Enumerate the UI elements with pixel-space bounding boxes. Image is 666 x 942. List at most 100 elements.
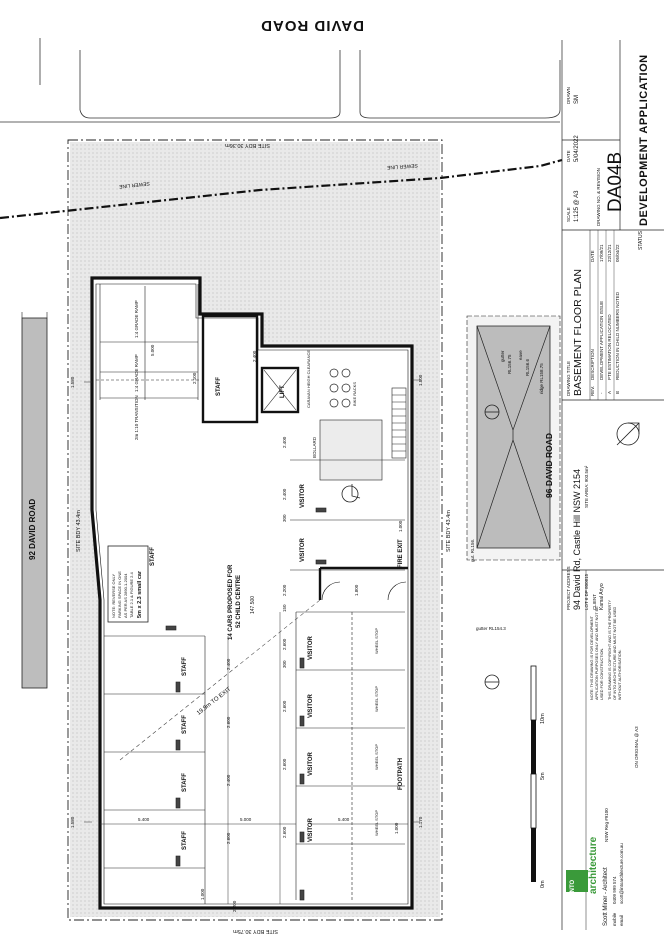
site-area: SITE AREA: 903.5m² — [584, 465, 589, 508]
rev-header-rev: REV. — [590, 385, 595, 396]
dim-1580-top: 1.580 — [70, 376, 75, 388]
ramp-label-2: 1:4 GRADE RAMP — [134, 354, 139, 392]
rl-center: 147.500 — [250, 595, 256, 614]
gutter-label-1: gutter — [500, 350, 505, 362]
note-line-3: USED FOR CONSTRUCTION. — [600, 647, 604, 700]
visitor-bay-6: VISITOR — [308, 818, 314, 842]
note-line-5: OF INTO ARCHITECTURE AND MUST NOT BE USE… — [613, 606, 617, 700]
drawing-number: DA04B — [605, 151, 626, 212]
firm-architecture: architecture — [588, 836, 599, 894]
date-label: DATE — [566, 150, 571, 162]
staff-bay-3: STAFF — [182, 773, 188, 792]
dim-5000-ramp: 5.000 — [150, 344, 155, 356]
staff-room-top — [201, 314, 259, 424]
visitor-bay-4: VISITOR — [308, 694, 314, 718]
lift-label: LIFT — [280, 385, 286, 398]
neighbour-label-96: 96 DAVID ROAD — [544, 432, 554, 498]
dim-1000-a: 1.000 — [200, 888, 205, 900]
mobile-value: 0409 999 574 — [612, 876, 617, 904]
firm-into: INTO — [570, 879, 576, 894]
note-box-line-5: 5m x 2.3 small car — [137, 570, 143, 618]
dim-2600-a: 2.600 — [226, 716, 231, 728]
rev-0-desc: DEVELOPMENT APPLICATION ISSUE — [599, 300, 604, 380]
dim-5400-right: 5.400 — [338, 817, 350, 822]
eave-rl: RL156.6 — [525, 358, 530, 376]
rev-0-date: 17/09/21 — [599, 244, 604, 262]
note-line-6: WITHOUT AUTHORISATION. — [618, 649, 622, 701]
site-bdy-bottom: SITE BDY 30.75m — [233, 928, 278, 934]
scale-value: 1:125 @ A3 — [574, 190, 580, 222]
wheel-stop-1: WHEEL STOP — [374, 627, 379, 654]
scale-0m: 0m — [540, 880, 546, 888]
child-centre-note: 52 CHILD CENTRE — [236, 574, 242, 628]
visitor-bays-upper — [290, 459, 405, 571]
section-markers — [484, 404, 500, 690]
drawn-value: SM — [574, 95, 580, 104]
dim-2400-c: 2.400 — [282, 488, 287, 500]
project-address-label: PROJECT ADDRESS — [566, 566, 571, 610]
client-name: Kamal Ariyo — [599, 583, 605, 610]
neighbour-92-building — [21, 317, 48, 689]
date-value: 5/04/2022 — [574, 135, 580, 162]
dim-1170-r: 1.170 — [418, 816, 423, 828]
dim-300-a: 300 — [282, 514, 287, 522]
reverse-parking-note-box — [107, 545, 149, 623]
wheel-stop-3: WHEEL STOP — [374, 743, 379, 770]
visitor-bay-3: VISITOR — [308, 636, 314, 660]
project-address: 94 David Rd, Castle Hill NSW 2154 — [572, 468, 582, 610]
rev-2-desc: REDUCTION IN CHILD NUMBERS NOTED — [615, 291, 620, 380]
bike-racks — [329, 368, 351, 408]
dim-2600-d: 2.600 — [282, 700, 287, 712]
bike-note: BIKE RACKS — [352, 381, 357, 406]
dim-2600-f: 2.600 — [282, 826, 287, 838]
dim-2600-e: 2.600 — [282, 758, 287, 770]
drawing-title-label: DRAWING TITLE — [566, 360, 571, 396]
dim-300-b: 300 — [282, 660, 287, 668]
rev-header-date: DATE — [590, 250, 595, 262]
note-line-1: NOTE: THIS DRAWING IS FOR DEVELOPMENT — [590, 616, 594, 700]
site-bdy-right: SITE BDY 43.4m — [446, 510, 452, 552]
dim-2100: 2.100 — [192, 372, 197, 384]
dim-1580-l: 1.580 — [70, 816, 75, 828]
exit-path-arrow — [119, 599, 321, 761]
dim-1800: 1.800 — [354, 584, 359, 596]
note-line-4: THIS DRAWING IS COPYRIGHT AND IS THE PRO… — [608, 599, 612, 700]
scale-10m: 10m — [540, 713, 546, 724]
car-count-note: 14 CARS PROPOSED FOR — [228, 564, 234, 640]
ridge-rl: ridge RL158.75 — [539, 363, 544, 394]
dim-2400-b: 2.400 — [226, 774, 231, 786]
site-bdy-left: SITE BDY 43.4m — [76, 510, 82, 552]
neighbour-96-building — [466, 315, 561, 561]
dim-2400-d: 2.400 — [282, 436, 287, 448]
ramp-label-1: 1:4 GRADE RAMP — [134, 300, 139, 338]
wheel-stop-4: WHEEL STOP — [374, 809, 379, 836]
road-kerbs — [0, 38, 561, 123]
visitor-bay-1: VISITOR — [300, 484, 306, 508]
note-box-line-1: NOTE: REVERSE ONLY — [111, 573, 116, 618]
dim-2600-b: 2.600 — [226, 832, 231, 844]
dim-2600-c: 2.600 — [282, 638, 287, 650]
note-box-line-4: TABLE 2.1 & FIGURE 2.4 — [129, 572, 134, 618]
note-box-line-3: AS PER AS 2890.1-2004 — [123, 573, 128, 618]
drawing-title: BASEMENT FLOOR PLAN — [572, 268, 584, 396]
status-value: DEVELOPMENT APPLICATION — [638, 54, 650, 226]
lift-shaft — [260, 366, 300, 414]
sewer-line — [0, 158, 563, 220]
visitor-bay-2: VISITOR — [300, 538, 306, 562]
note-box-line-2: PARKING SPACE IN ONE — [117, 571, 122, 618]
eave-label: eave — [518, 350, 523, 360]
gutter-rl-1: RL156.75 — [507, 354, 512, 374]
fire-exit — [318, 566, 408, 601]
ramp — [96, 284, 200, 400]
staff-bays — [104, 625, 206, 904]
staff-bay-1: STAFF — [182, 657, 188, 676]
drawing-no-label: DRAWING NO. & REVISION — [596, 168, 601, 226]
accessible-icon — [341, 484, 361, 503]
north-arrow-icon — [616, 422, 640, 446]
rev-2-rev: B — [615, 390, 620, 394]
site-bdy-top: SITE BDY 30.36m — [225, 142, 270, 148]
site-boundary — [67, 139, 443, 921]
staff-bay-2: STAFF — [182, 715, 188, 734]
